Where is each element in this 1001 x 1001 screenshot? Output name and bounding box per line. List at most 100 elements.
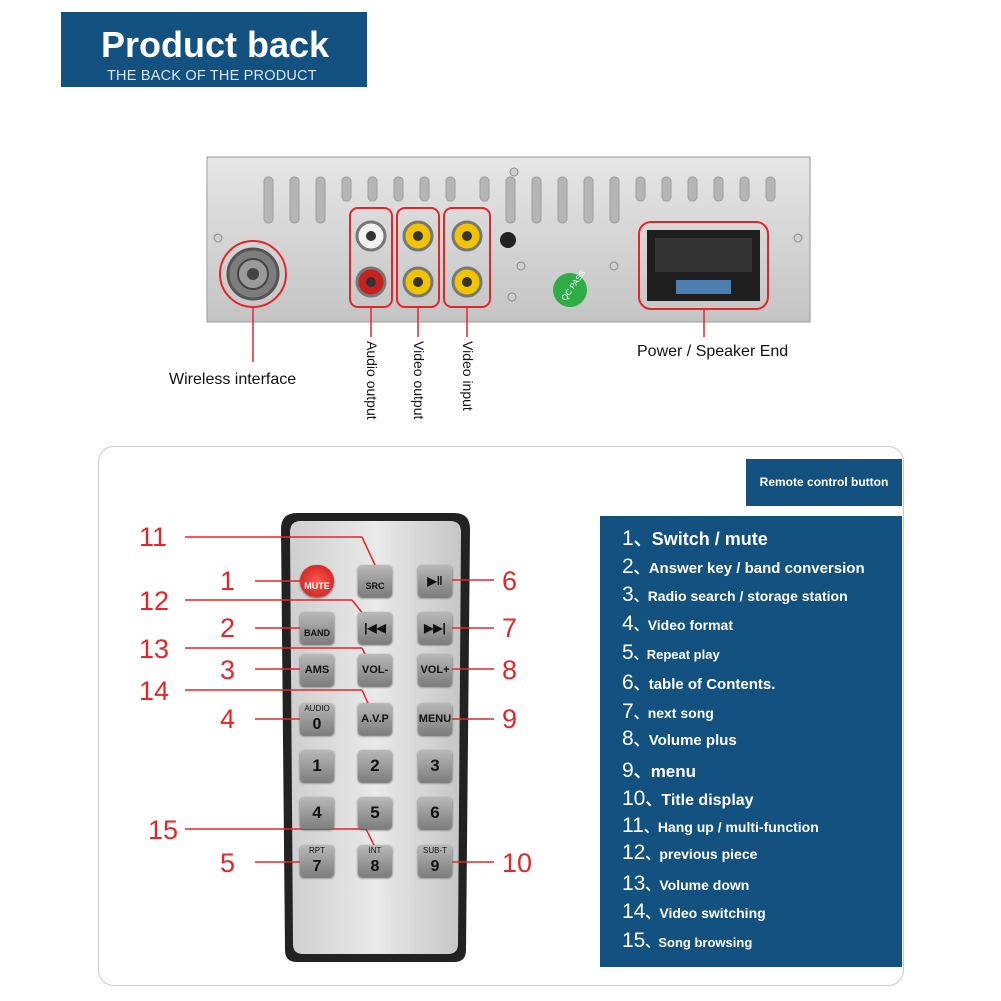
callout-13: 13	[139, 634, 170, 664]
rpt-7-button[interactable]: RPT 7	[300, 845, 334, 877]
legend-item: 3、Radio search / storage station	[622, 583, 848, 606]
legend-item: 5、Repeat play	[622, 641, 720, 664]
audio-button-label: AUDIO	[304, 704, 330, 713]
legend-num: 9	[622, 759, 634, 782]
callout-9: 9	[502, 704, 518, 734]
legend-num: 3	[622, 583, 634, 606]
audio-zero-button[interactable]: AUDIO 0	[300, 703, 334, 735]
nine-label: 9	[430, 858, 440, 875]
legend-item: 11、Hang up / multi-function	[622, 814, 819, 837]
legend-num: 8	[622, 727, 634, 750]
src-button[interactable]: SRC	[358, 565, 392, 597]
legend-item: 7、next song	[622, 700, 714, 723]
legend-num: 14	[622, 900, 646, 923]
band-button-label: BAND	[304, 628, 330, 638]
power-speaker-label: Power / Speaker End	[637, 343, 789, 360]
play-pause-button[interactable]: ▶‖	[418, 565, 452, 597]
callout-2: 2	[220, 613, 236, 643]
wireless-interface-label: Wireless interface	[169, 371, 297, 388]
legend-num: 10	[622, 787, 646, 810]
legend-text: Radio search / storage station	[647, 588, 848, 604]
legend-text: Hang up / multi-function	[657, 819, 819, 835]
previous-icon: |◀◀	[364, 621, 386, 635]
legend-text: Repeat play	[646, 647, 720, 662]
remote-legend: 1、Switch / mute 2、Answer key / band conv…	[600, 516, 902, 967]
qc-pass-sticker	[553, 273, 587, 307]
legend-text: Switch / mute	[651, 529, 768, 549]
legend-text: Volume down	[659, 877, 750, 893]
legend-item: 4、Video format	[622, 612, 733, 635]
legend-num: 4	[622, 612, 634, 635]
legend-item: 6、table of Contents.	[622, 671, 776, 694]
legend-text: table of Contents.	[648, 676, 776, 693]
page-subtitle: THE BACK OF THE PRODUCT	[107, 68, 317, 84]
legend-item: 10、Title display	[622, 787, 754, 810]
legend-num: 1	[622, 527, 634, 550]
screws	[213, 167, 803, 302]
legend-item: 9、menu	[622, 759, 697, 782]
callout-5: 5	[220, 848, 236, 878]
digit-1-button[interactable]: 1	[300, 750, 334, 782]
vent-slots	[263, 176, 776, 224]
legend-text: Answer key / band conversion	[648, 560, 865, 577]
digit-4-button[interactable]: 4	[300, 797, 334, 829]
legend-text: menu	[650, 762, 697, 781]
wireless-interface-socket	[219, 240, 287, 362]
subt-9-button[interactable]: SUB-T 9	[418, 845, 452, 877]
legend-num: 15	[622, 929, 646, 952]
video-input-jacks	[443, 207, 491, 337]
next-button[interactable]: ▶▶|	[418, 612, 452, 644]
callout-11: 11	[139, 522, 168, 552]
vol-plus-button[interactable]: VOL+	[418, 654, 452, 686]
band-button[interactable]: BAND	[300, 612, 334, 644]
digit-5-button[interactable]: 5	[358, 797, 392, 829]
legend-text: Video format	[647, 617, 733, 633]
avp-button[interactable]: A.V.P	[358, 703, 392, 735]
callout-10: 10	[502, 848, 533, 878]
digit-3-button[interactable]: 3	[418, 750, 452, 782]
remote-control-header: Remote control button	[746, 459, 902, 506]
zero-button-label: 0	[312, 716, 322, 733]
product-back-illustration	[206, 156, 811, 362]
legend-item: 2、Answer key / band conversion	[622, 555, 865, 578]
legend-text: Volume plus	[648, 732, 737, 749]
previous-button[interactable]: |◀◀	[358, 612, 392, 644]
mute-button-label: MUTE	[304, 581, 330, 591]
header-banner: Product back THE BACK OF THE PRODUCT	[61, 12, 367, 87]
legend-text: Title display	[661, 792, 754, 809]
legend-item: 14、Video switching	[622, 900, 766, 923]
legend-num: 12	[622, 841, 646, 864]
int-label: INT	[368, 846, 382, 855]
power-speaker-connector	[638, 221, 769, 337]
legend-num: 5	[622, 641, 634, 664]
subt-label: SUB-T	[423, 846, 447, 855]
legend-item: 12、previous piece	[622, 841, 758, 864]
callout-8: 8	[502, 655, 518, 685]
callout-4: 4	[220, 704, 236, 734]
callout-3: 3	[220, 655, 236, 685]
vol-minus-button[interactable]: VOL-	[358, 654, 392, 686]
legend-item: 15、Song browsing	[622, 929, 753, 952]
next-icon: ▶▶|	[424, 621, 446, 635]
play-pause-icon: ▶‖	[427, 574, 443, 588]
legend-num: 13	[622, 872, 646, 895]
legend-num: 2	[622, 555, 634, 578]
digit-6-button[interactable]: 6	[418, 797, 452, 829]
audio-output-jacks	[349, 207, 393, 337]
rpt-label: RPT	[309, 846, 325, 855]
callout-6: 6	[502, 566, 518, 596]
legend-item: 13、Volume down	[622, 872, 750, 895]
digit-2-button[interactable]: 2	[358, 750, 392, 782]
mute-button[interactable]: MUTE	[300, 565, 334, 597]
callout-1: 1	[220, 566, 236, 596]
seven-label: 7	[312, 858, 322, 875]
legend-num: 11	[622, 814, 644, 837]
legend-num: 7	[622, 700, 634, 723]
legend-text: previous piece	[659, 846, 758, 862]
menu-button[interactable]: MENU	[418, 703, 452, 735]
legend-text: Video switching	[659, 905, 766, 921]
ams-button[interactable]: AMS	[300, 654, 334, 686]
src-button-label: SRC	[365, 581, 385, 591]
video-output-jacks	[396, 207, 440, 337]
